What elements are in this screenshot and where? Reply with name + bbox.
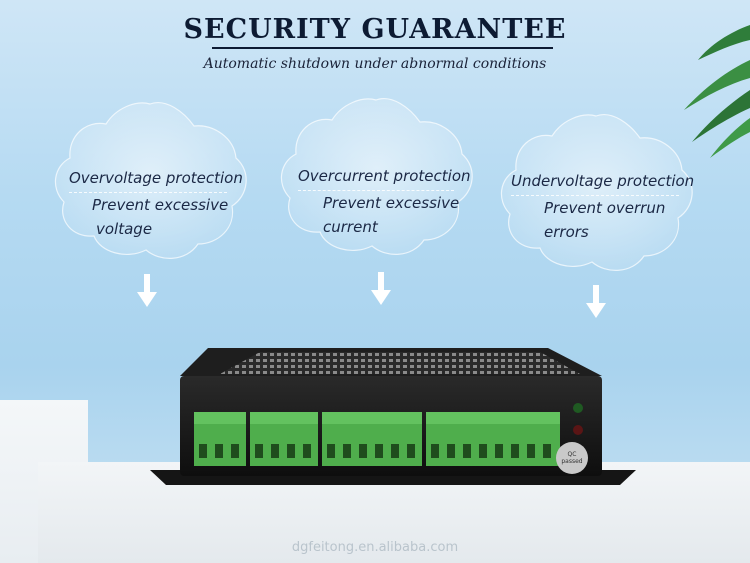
page-subtitle: Automatic shutdown under abnormal condit…: [203, 56, 547, 72]
qc-label-line-2: passed: [561, 458, 583, 465]
qc-sticker: [556, 442, 588, 474]
cloud-bubble-3: [500, 114, 693, 271]
callout-divider: [511, 195, 679, 196]
arrow-down-icon: [371, 272, 391, 305]
cloud-bubble-1: [54, 102, 247, 259]
stepper-driver-device: [150, 348, 636, 485]
cloud-bubble-2: [280, 98, 473, 255]
terminal-block-2: [250, 412, 318, 466]
callout-line-2: voltage: [96, 220, 153, 238]
callout-line-1: Prevent overrun: [544, 199, 666, 217]
callout-overvoltage: Overvoltage protection Prevent excessive…: [69, 166, 243, 241]
callout-title: Undervoltage protection: [511, 172, 695, 190]
arrow-down-icon: [137, 274, 157, 307]
vent-grille: [220, 352, 580, 374]
callout-undervoltage: Undervoltage protection Prevent overrun …: [511, 169, 694, 244]
qc-sticker-label: QC passed: [556, 451, 588, 465]
arrow-down-icon: [586, 285, 606, 318]
terminal-block-4: [426, 412, 560, 466]
terminal-block-3: [322, 412, 422, 466]
watermark-text: dgfeitong.en.alibaba.com: [291, 540, 459, 555]
power-led: [573, 403, 583, 413]
palm-leaves-decoration: [684, 25, 750, 158]
alarm-led: [573, 425, 583, 435]
callout-overcurrent: Overcurrent protection Prevent excessive…: [298, 164, 471, 239]
title-underline: [212, 47, 553, 49]
callout-title: Overcurrent protection: [298, 167, 471, 185]
callout-title: Overvoltage protection: [69, 169, 243, 187]
callout-line-1: Prevent excessive: [323, 194, 460, 212]
terminal-block-1: [194, 412, 246, 466]
callout-line-1: Prevent excessive: [92, 196, 229, 214]
callout-line-2: errors: [544, 223, 589, 241]
callout-divider: [298, 190, 454, 191]
callout-divider: [69, 192, 227, 193]
page-title: SECURITY GUARANTEE: [183, 14, 567, 45]
cloud-bubbles: [54, 98, 693, 271]
qc-label-line-1: QC: [567, 451, 577, 458]
callout-line-2: current: [323, 218, 378, 236]
